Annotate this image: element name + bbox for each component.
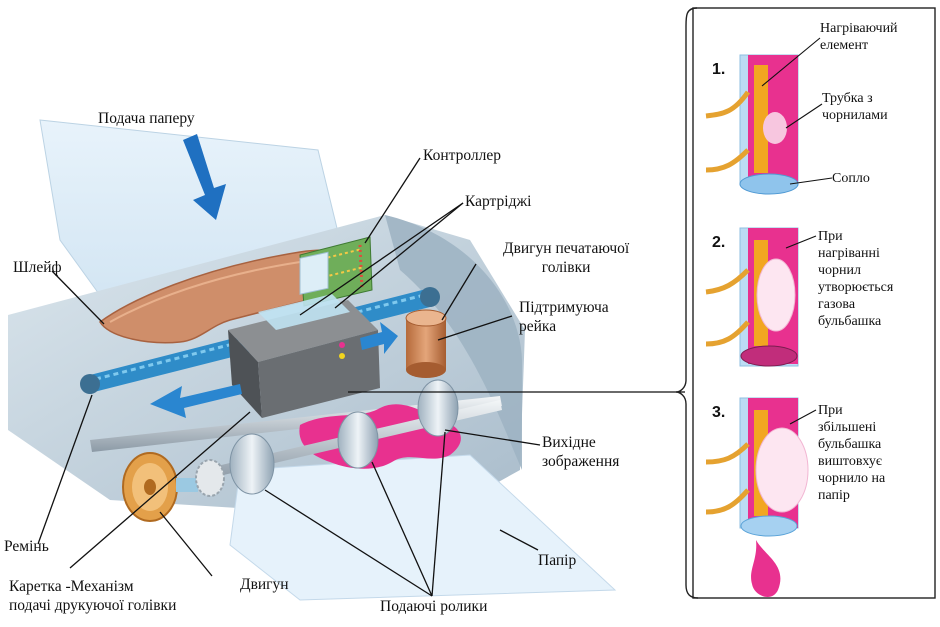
feed-rollers (200, 379, 502, 495)
stage-1-nozzle-caption: Сопло (832, 171, 870, 186)
bubble-stages-panel (675, 7, 936, 599)
label-controller: Контроллер (423, 147, 501, 164)
stage-1-number: 1. (712, 61, 726, 78)
head-motor (405, 309, 447, 378)
printer-illustration (8, 119, 685, 601)
label-ribbon-cable: Шлейф (13, 259, 62, 276)
paper-motor (122, 452, 225, 522)
label-cartridges: Картріджі (465, 193, 532, 210)
label-belt: Ремінь (4, 538, 49, 555)
label-head-motor: Двигун печатаючої голівки (503, 240, 630, 276)
stage-2-caption: При нагріванні чорнил утворюється газова… (818, 229, 894, 329)
label-output-image: Вихідне зображення (542, 434, 620, 470)
label-motor: Двигун (240, 576, 289, 593)
print-head-carriage (228, 251, 380, 418)
carriage-arrow-left (150, 384, 242, 418)
stage-3-illustration (705, 397, 809, 597)
stage-2-number: 2. (712, 234, 726, 251)
stage-3-caption: При збільшені бульбашка виштовхує чорнил… (818, 403, 886, 503)
paper-feed-arrow (183, 134, 226, 220)
leader-lines (37, 157, 685, 597)
label-carriage: Каретка -Механізм подачі друкуючої голів… (9, 578, 177, 614)
label-support-rail: Підтримуюча рейка (519, 299, 609, 335)
stage-3-number: 3. (712, 404, 726, 421)
stage-1-illustration (705, 54, 799, 195)
stage-2-illustration (705, 227, 799, 367)
label-feed-rollers: Подаючі ролики (380, 598, 488, 615)
label-paper-feed: Подача паперу (98, 110, 195, 127)
carriage-arrow-right (360, 322, 398, 354)
stage-1-tube-caption: Трубка з чорнилами (822, 91, 888, 123)
panel-frame (692, 7, 936, 599)
stage-1-heater-caption: Нагріваючий елемент (820, 21, 898, 53)
label-paper: Папір (538, 552, 577, 569)
panel-bracket (675, 7, 699, 599)
